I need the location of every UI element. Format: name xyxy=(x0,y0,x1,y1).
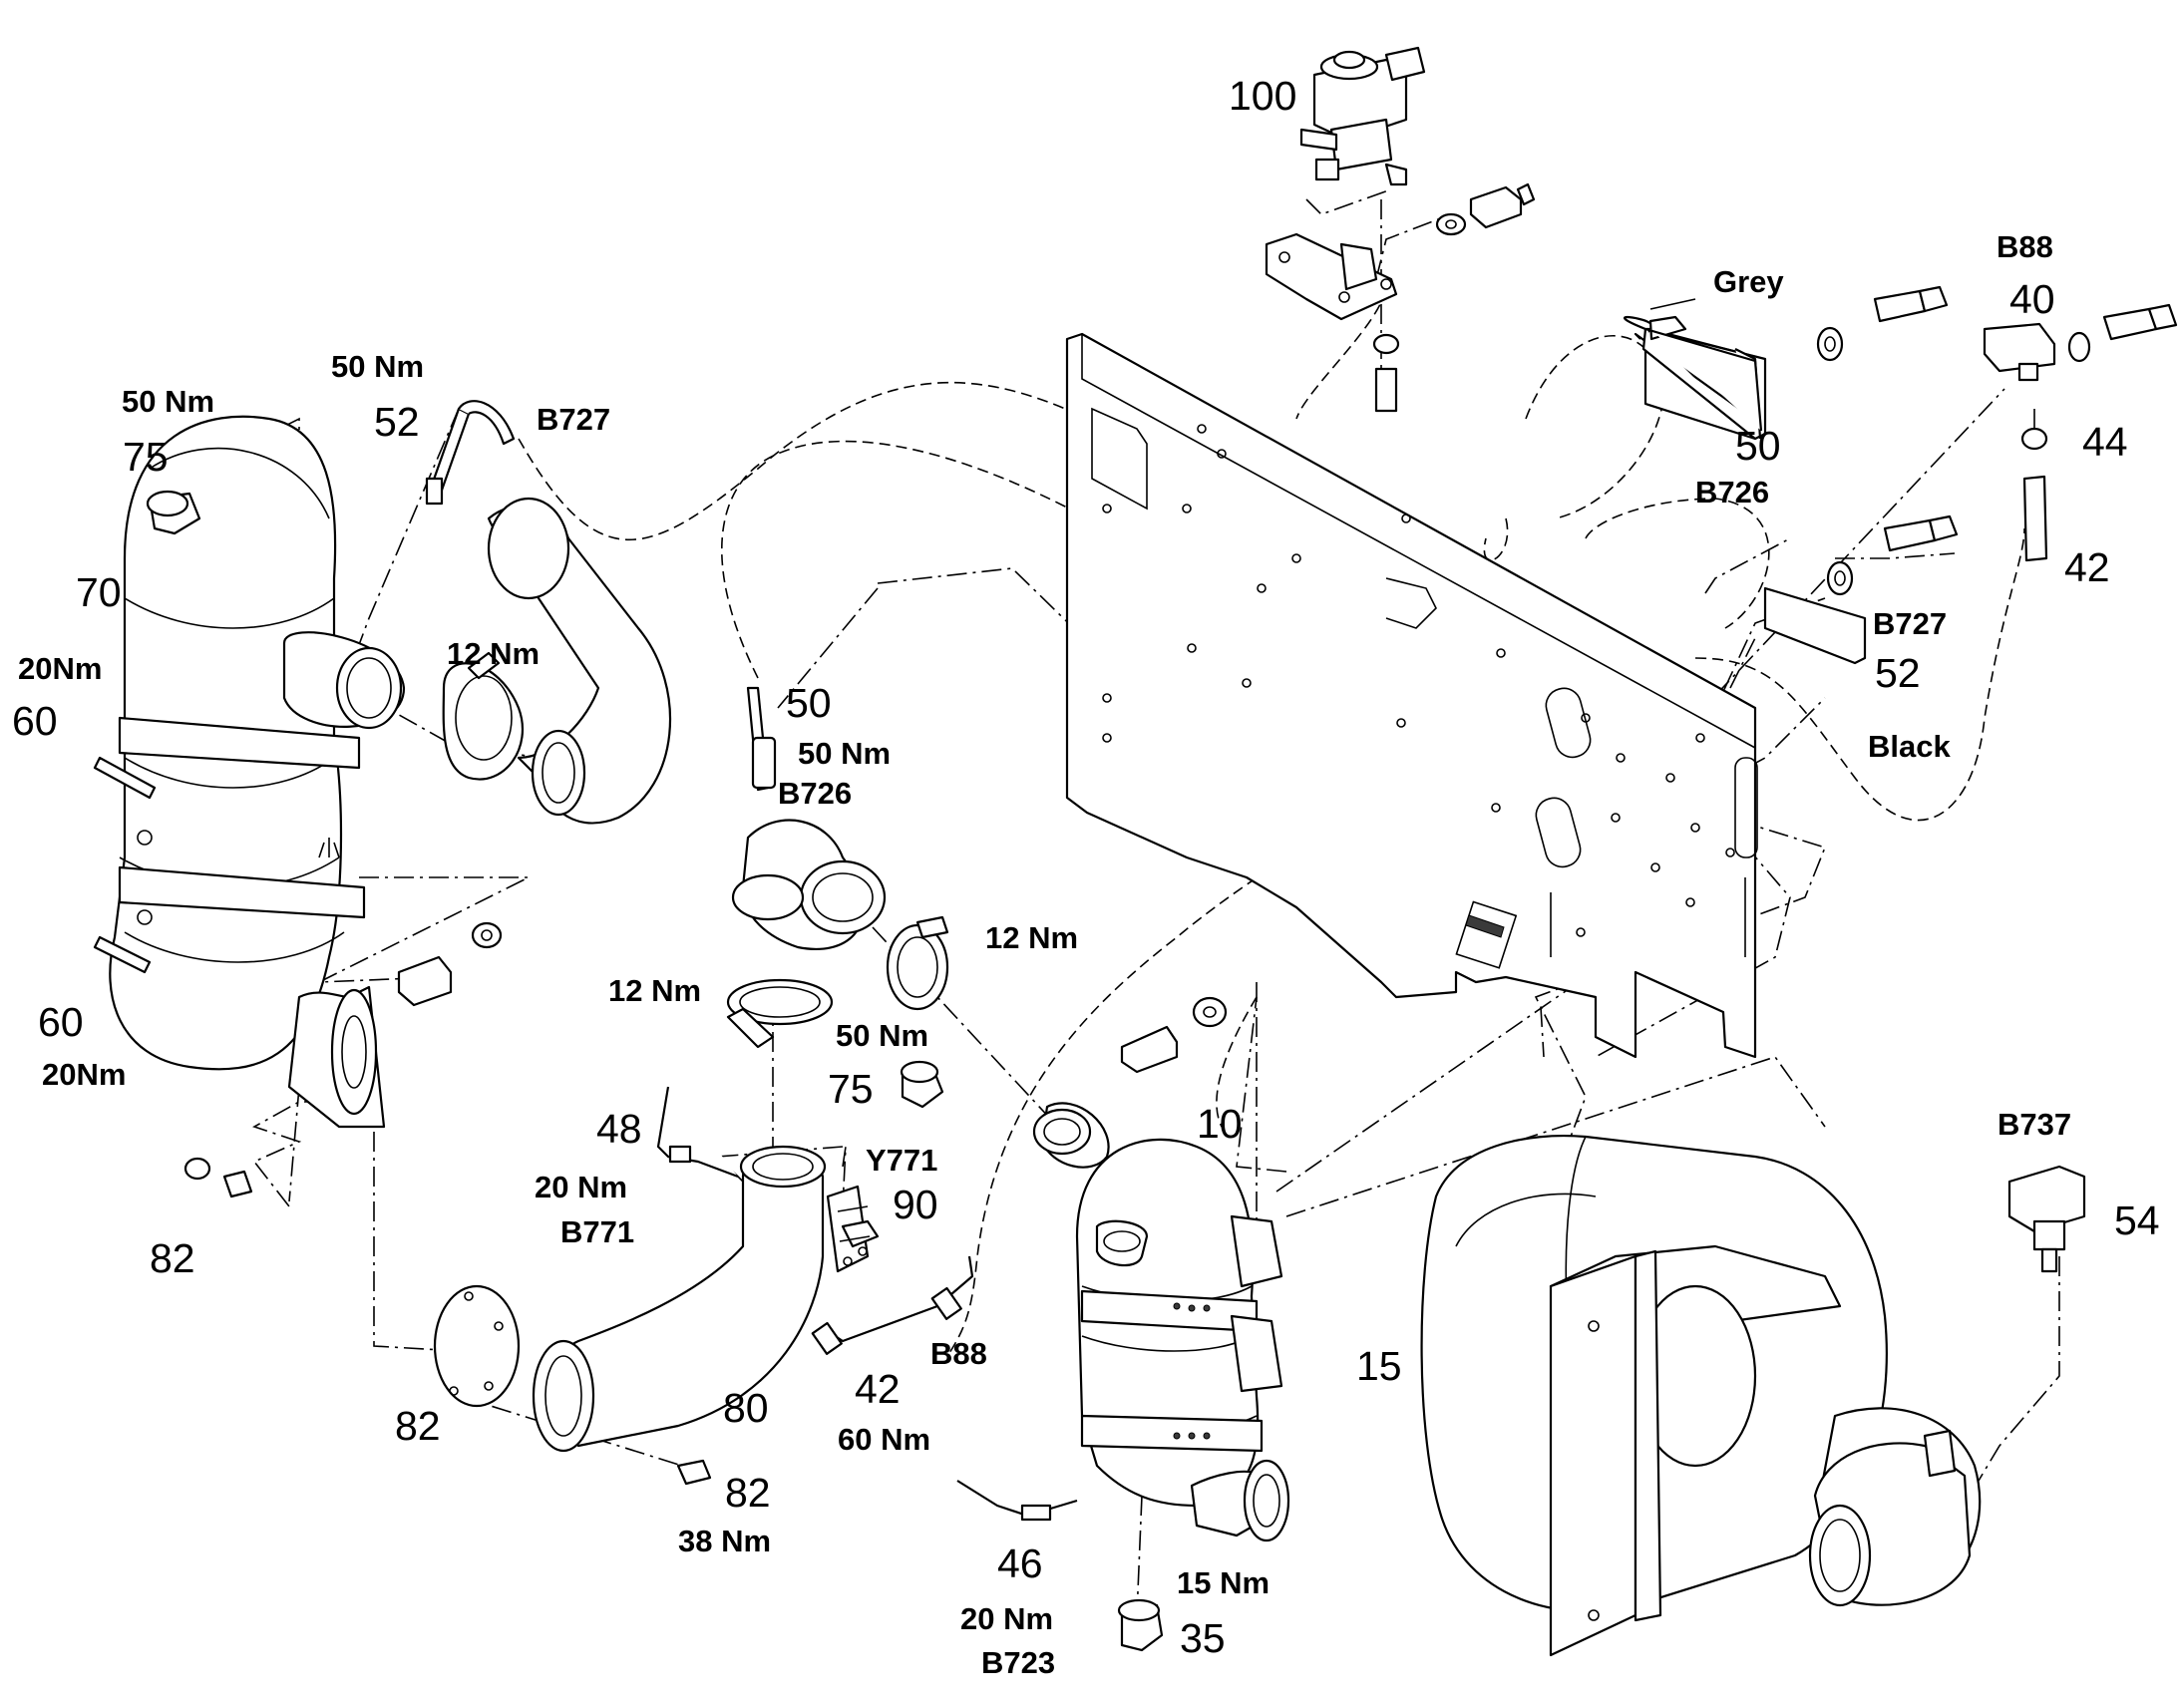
drain-plug-35 xyxy=(1117,1598,1164,1652)
torque-clamp-upper: 12 Nm xyxy=(447,636,541,671)
code-b88-top: B88 xyxy=(1997,229,2053,264)
callout-50-middle: 50 xyxy=(786,680,832,726)
inlet-elbow-pipe xyxy=(487,497,672,825)
nut-sleeve-82 xyxy=(183,1157,253,1198)
callout-100: 100 xyxy=(1229,73,1297,119)
sensor-48-cable xyxy=(656,1086,739,1179)
callout-42-right: 42 xyxy=(2064,544,2110,590)
callout-80: 80 xyxy=(723,1385,769,1431)
callout-35: 35 xyxy=(1180,1615,1226,1661)
callout-42-middle: 42 xyxy=(855,1366,901,1412)
temp-sensor-50 xyxy=(746,686,777,792)
callout-44: 44 xyxy=(2082,419,2128,465)
valve-bracket xyxy=(1265,232,1398,321)
gasket-82 xyxy=(433,1284,521,1408)
label-black: Black xyxy=(1868,729,1951,764)
code-b771: B771 xyxy=(560,1214,635,1249)
code-b723: B723 xyxy=(981,1645,1056,1680)
solenoid-valve xyxy=(1299,46,1426,186)
torque-82-bolt: 38 Nm xyxy=(678,1524,772,1558)
code-b726-middle: B726 xyxy=(778,776,853,811)
code-b737: B737 xyxy=(1998,1107,2072,1142)
torque-clamp-lower: 12 Nm xyxy=(608,973,702,1008)
code-b88-middle: B88 xyxy=(930,1336,987,1371)
bolt-82-lower xyxy=(676,1459,712,1486)
flow-sensor-b737 xyxy=(2007,1165,2086,1273)
dosing-valve-y771 xyxy=(826,1185,880,1273)
grey-sensor-assembly xyxy=(1624,285,1949,441)
callout-50-right: 50 xyxy=(1735,423,1781,469)
code-b726-right: B726 xyxy=(1695,475,1770,510)
callout-48: 48 xyxy=(596,1106,642,1152)
callout-15: 15 xyxy=(1356,1343,1402,1389)
torque-46: 20 Nm xyxy=(960,1601,1054,1636)
v-band-clamp-upper xyxy=(442,651,525,781)
callout-82-gasket: 82 xyxy=(395,1403,441,1449)
callout-60-bottom: 60 xyxy=(38,999,84,1045)
callout-82-left: 82 xyxy=(150,1235,195,1281)
torque-clamp-right: 12 Nm xyxy=(985,920,1079,955)
callout-75-top: 75 xyxy=(123,434,169,480)
torque-42-middle: 60 Nm xyxy=(838,1422,931,1457)
mounting-plate xyxy=(1065,332,1758,1059)
plug-75-top xyxy=(146,490,201,535)
label-grey: Grey xyxy=(1713,264,1784,299)
torque-35: 15 Nm xyxy=(1177,1565,1271,1600)
callout-40: 40 xyxy=(2009,276,2055,322)
code-b727-right: B727 xyxy=(1873,606,1948,641)
nox-sensor-52 xyxy=(425,400,516,506)
torque-52-top: 50 Nm xyxy=(331,349,425,384)
code-y771: Y771 xyxy=(866,1143,938,1178)
callout-54: 54 xyxy=(2114,1197,2160,1243)
outlet-pipe-80 xyxy=(532,1145,827,1453)
temp-sensor-46 xyxy=(956,1480,1078,1522)
pressure-hose-b88 xyxy=(811,1255,974,1355)
callout-52-top: 52 xyxy=(374,399,420,445)
grey-cable xyxy=(1643,327,1763,432)
scr-mount-bolt-washer xyxy=(1120,996,1228,1074)
callout-52-right: 52 xyxy=(1875,650,1921,696)
pressure-sensor-b88 xyxy=(1983,303,2178,562)
callout-10: 10 xyxy=(1197,1101,1243,1147)
callout-70: 70 xyxy=(76,569,122,615)
v-band-clamp-right xyxy=(886,915,949,1011)
left-dpf-clamp-screws xyxy=(93,756,157,974)
scr-canister-10 xyxy=(1032,1102,1290,1542)
torque-60-bottom: 20Nm xyxy=(42,1057,127,1092)
torque-48: 20 Nm xyxy=(535,1170,628,1204)
callout-82-bolt: 82 xyxy=(725,1470,771,1516)
callout-46: 46 xyxy=(997,1540,1043,1586)
dpf-canister-left xyxy=(109,415,406,1129)
valve-fasteners xyxy=(1372,182,1536,413)
torque-75-middle: 50 Nm xyxy=(836,1018,929,1053)
black-sensor-assembly xyxy=(1763,514,1959,665)
torque-60-top: 20Nm xyxy=(18,651,103,686)
torque-75-top: 50 Nm xyxy=(122,384,215,419)
code-b727-top: B727 xyxy=(537,402,611,437)
silencer-muffler xyxy=(1420,1135,1982,1657)
v-band-clamp-lower xyxy=(726,978,834,1049)
callout-90: 90 xyxy=(893,1182,938,1227)
torque-50-middle: 50 Nm xyxy=(798,736,892,771)
elbow-fitting-50nm xyxy=(731,819,887,950)
left-dpf-bolt-washer xyxy=(397,921,503,1007)
callout-75-middle: 75 xyxy=(828,1066,874,1112)
plug-75-middle xyxy=(900,1060,944,1109)
callout-60-top: 60 xyxy=(12,698,58,744)
